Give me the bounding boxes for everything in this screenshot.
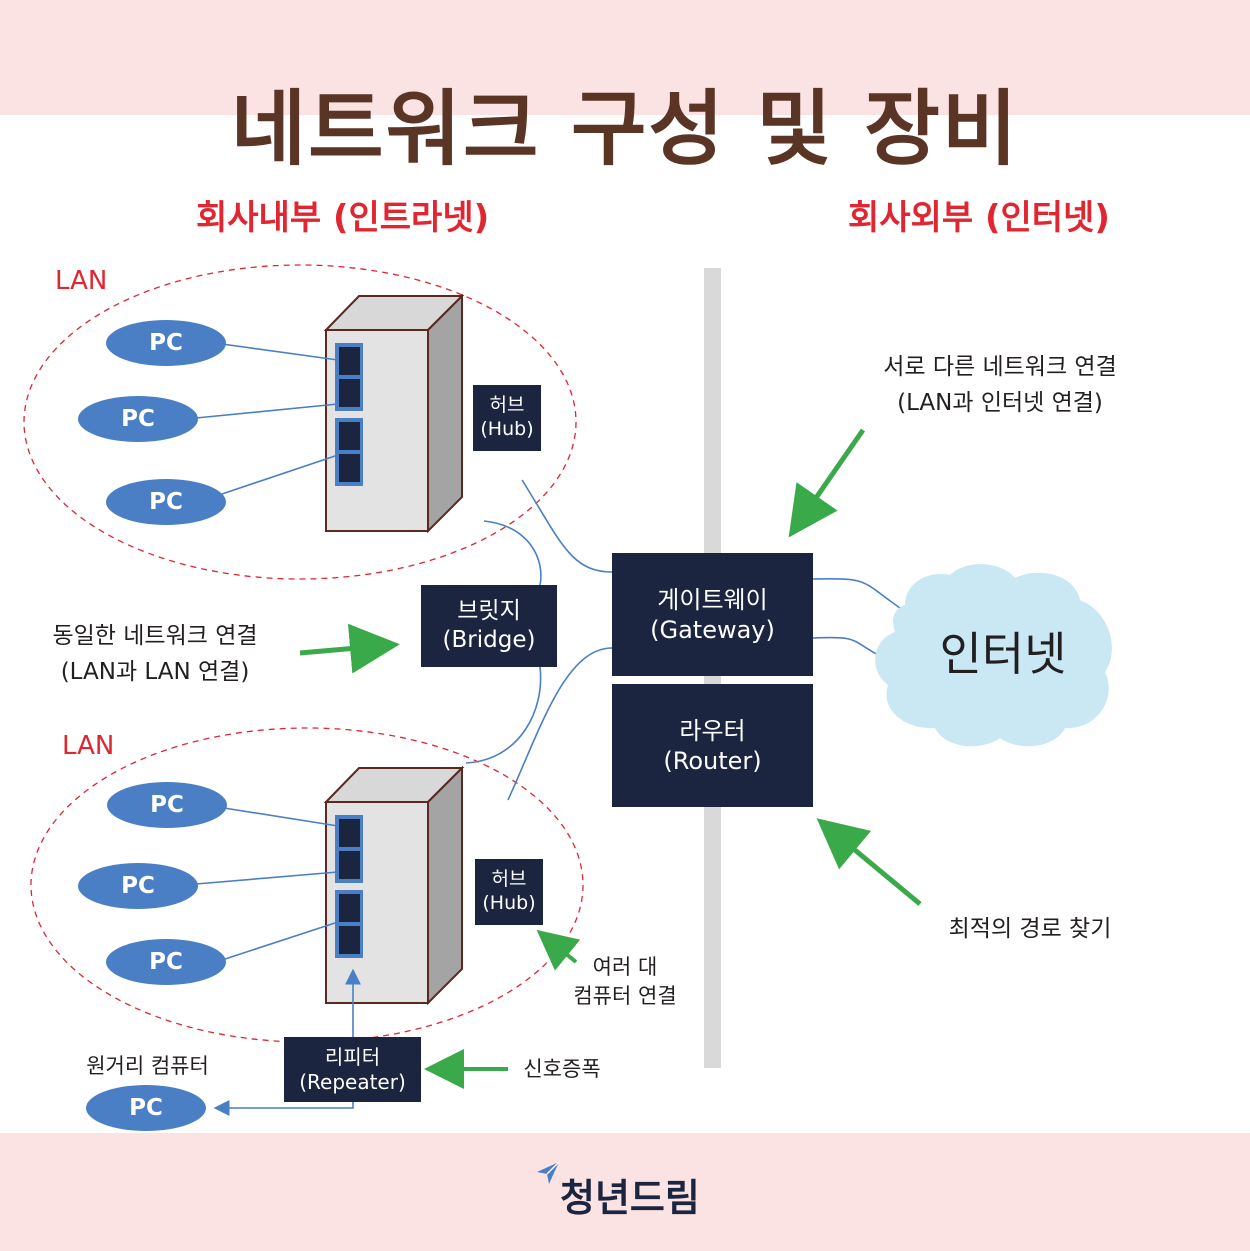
repeater-to-pc-link: [213, 1100, 354, 1116]
gateway-to-internet-link: [812, 578, 901, 609]
hub-english: (Hub): [480, 418, 534, 440]
bridge-description: 동일한 네트워크 연결 (LAN과 LAN 연결): [20, 619, 290, 690]
hub-to-gateway-link: [507, 647, 613, 801]
internet-label: 인터넷: [939, 627, 1067, 681]
hub-device-top: [323, 293, 465, 534]
pc-link: [221, 343, 339, 361]
top-banner: [0, 0, 1250, 115]
bridge-description-line: (LAN과 LAN 연결): [60, 658, 250, 685]
pc-node: PC: [106, 320, 226, 366]
pc-node: PC: [78, 396, 198, 442]
hub-name: 허브: [491, 868, 527, 891]
pc-link: [221, 454, 339, 495]
repeater-english: (Repeater): [299, 1069, 406, 1094]
hub-english: (Hub): [482, 892, 536, 914]
internet-heading: 회사외부 (인터넷): [848, 198, 1110, 238]
gateway-box: 게이트웨이 (Gateway): [612, 553, 813, 676]
pc-link: [195, 871, 339, 885]
gateway-description: 서로 다른 네트워크 연결 (LAN과 인터넷 연결): [855, 350, 1145, 421]
intranet-heading: 회사내부 (인트라넷): [196, 198, 490, 238]
pc-link: [223, 807, 339, 827]
router-name: 라우터: [679, 716, 746, 745]
router-description: 최적의 경로 찾기: [948, 916, 1112, 942]
hub-description-line: 여러 대: [592, 955, 658, 979]
pc-node: PC: [78, 863, 198, 909]
hub-to-bridge-link: [483, 520, 542, 586]
bridge-english: (Bridge): [442, 627, 536, 653]
pc-node: PC: [106, 479, 226, 525]
brand-logo-text: 청년드림: [560, 1176, 700, 1220]
internet-cloud: [875, 564, 1112, 747]
hub-to-gateway-link: [521, 479, 613, 573]
paper-plane-icon: [537, 1161, 560, 1184]
gateway-name: 게이트웨이: [657, 585, 768, 614]
pc-link: [195, 403, 339, 419]
pc-link: [221, 921, 339, 961]
bridge-description-line: 동일한 네트워크 연결: [52, 623, 258, 649]
hub-device-bottom: [323, 765, 465, 1006]
bottom-banner: [0, 1133, 1250, 1251]
repeater-description: 신호증폭: [523, 1057, 601, 1081]
bridge-pointer-arrow: [299, 623, 400, 674]
pc-node: PC: [107, 782, 227, 828]
gateway-pointer-arrow: [788, 428, 866, 538]
lan-boundary-top: [23, 264, 577, 580]
hub-description-line: 컴퓨터 연결: [573, 984, 677, 1009]
pc-node: PC: [106, 939, 226, 985]
gateway-description-line: (LAN과 인터넷 연결): [897, 389, 1103, 416]
router-box: 라우터 (Router): [612, 684, 813, 807]
router-english: (Router): [663, 746, 762, 775]
remote-pc-node: PC: [86, 1085, 206, 1131]
gateway-to-internet-link: [812, 636, 881, 657]
hub-pointer-arrow: [536, 929, 581, 971]
hub-description: 여러 대 컴퓨터 연결: [560, 953, 690, 1012]
repeater-box: 리피터 (Repeater): [284, 1037, 421, 1102]
hub-label-top: 허브 (Hub): [473, 385, 541, 451]
page-title: 네트워크 구성 및 장비: [230, 82, 1020, 177]
remote-pc-caption: 원거리 컴퓨터: [86, 1054, 209, 1078]
lan-label-bottom: LAN: [62, 731, 115, 761]
hub-name: 허브: [489, 394, 525, 417]
lan-label-top: LAN: [55, 266, 108, 296]
bridge-box: 브릿지 (Bridge): [421, 585, 557, 667]
hub-label-bottom: 허브 (Hub): [475, 859, 543, 925]
gateway-description-line: 서로 다른 네트워크 연결: [883, 354, 1117, 380]
repeater-name: 리피터: [324, 1044, 381, 1069]
gateway-english: (Gateway): [650, 615, 775, 644]
bridge-to-hub-link: [465, 666, 542, 764]
router-pointer-arrow: [816, 818, 922, 906]
bridge-name: 브릿지: [457, 598, 521, 625]
